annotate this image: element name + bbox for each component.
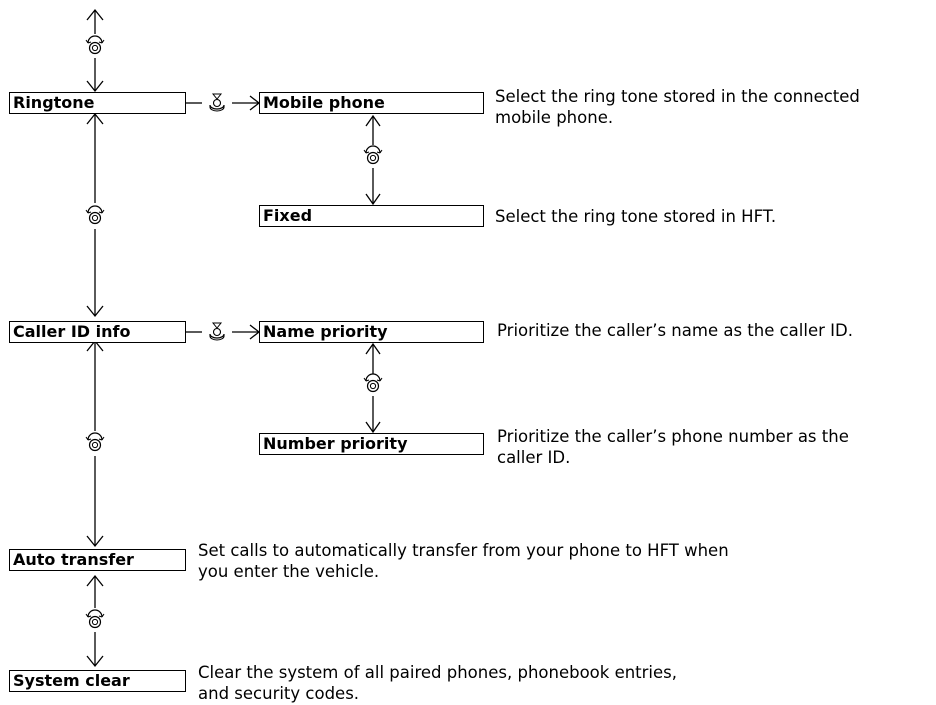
rotate-knob-icon bbox=[85, 432, 105, 452]
rotate-knob-icon bbox=[85, 205, 105, 225]
mobile-phone-description: Select the ring tone stored in the conne… bbox=[495, 87, 860, 127]
menu-item-system-clear: System clear bbox=[9, 670, 186, 692]
number-priority-description: Prioritize the caller’s phone number as … bbox=[497, 427, 849, 467]
menu-item-auto-transfer: Auto transfer bbox=[9, 549, 186, 571]
rotate-knob-icon bbox=[85, 609, 105, 629]
option-number-priority: Number priority bbox=[259, 433, 484, 455]
system-clear-description: Clear the system of all paired phones, p… bbox=[198, 663, 678, 703]
option-fixed: Fixed bbox=[259, 205, 484, 227]
rotate-knob-icon bbox=[85, 35, 105, 55]
fixed-description: Select the ring tone stored in HFT. bbox=[495, 207, 777, 226]
menu-item-caller-id-info: Caller ID info bbox=[9, 321, 186, 343]
auto-transfer-description: Set calls to automatically transfer from… bbox=[198, 541, 729, 581]
press-knob-icon bbox=[209, 322, 225, 341]
option-name-priority: Name priority bbox=[259, 321, 484, 343]
name-priority-description: Prioritize the caller’s name as the call… bbox=[497, 321, 853, 340]
menu-item-ringtone: Ringtone bbox=[9, 92, 186, 114]
option-mobile-phone: Mobile phone bbox=[259, 92, 484, 114]
rotate-knob-icon bbox=[363, 145, 383, 165]
rotate-knob-icon bbox=[363, 373, 383, 393]
press-knob-icon bbox=[209, 93, 225, 112]
